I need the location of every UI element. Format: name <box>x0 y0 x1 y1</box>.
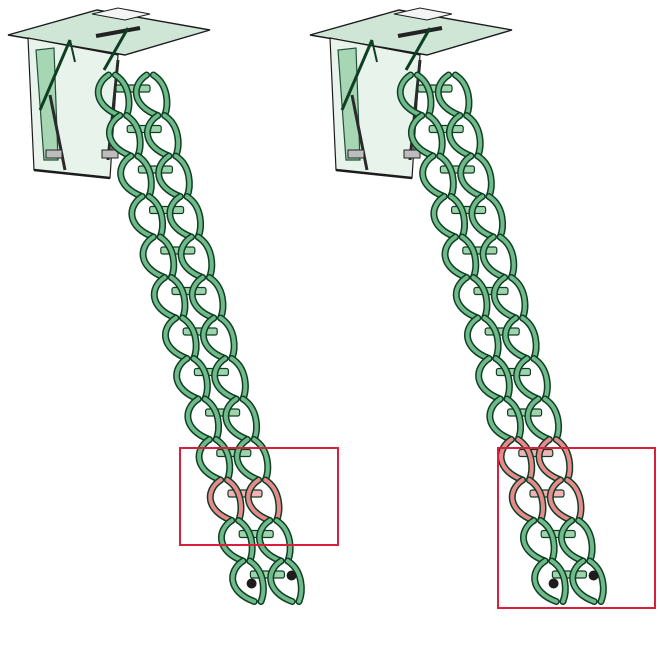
rail-link <box>285 559 304 604</box>
spring-arm-left <box>340 39 374 111</box>
rail-link <box>156 154 183 199</box>
rail-link <box>398 73 424 118</box>
rail-link <box>570 559 597 604</box>
rail-link <box>481 235 507 280</box>
rail-link <box>208 478 234 523</box>
spring-arm-left <box>38 39 72 111</box>
hatch-bottom-edge <box>335 168 413 180</box>
rail-link <box>246 478 272 523</box>
rail-link <box>167 194 194 239</box>
ladder-panel-right <box>309 7 656 609</box>
rail-link <box>212 356 239 401</box>
hatch-opening <box>91 7 151 21</box>
highlight-rectangle <box>497 447 656 609</box>
ceiling-hatch <box>309 7 513 180</box>
rail-link <box>197 437 223 482</box>
rail-link <box>525 397 552 442</box>
spring-arm-joint <box>69 39 76 63</box>
top-bar <box>95 26 141 38</box>
scissor-ladder <box>94 71 305 605</box>
rail-link <box>163 316 189 361</box>
rail-link <box>129 194 156 239</box>
rail-link <box>514 356 541 401</box>
rail-link <box>152 275 178 320</box>
rail-link <box>499 437 525 482</box>
rail-link <box>431 194 458 239</box>
rubber-foot-icon <box>246 578 257 589</box>
rubber-foot-icon <box>286 570 297 581</box>
hinge-bracket-left <box>45 149 63 159</box>
rail-link <box>537 437 563 482</box>
hatch-door-panel <box>35 47 59 161</box>
rail-link <box>465 316 491 361</box>
rail-link <box>230 559 257 604</box>
spring-arm-right <box>404 27 432 71</box>
rail-link <box>436 73 462 118</box>
rail-link <box>443 235 469 280</box>
rail-link <box>96 73 122 118</box>
rail-link <box>268 559 295 604</box>
rail-link <box>247 559 266 604</box>
rail-link <box>587 559 606 604</box>
rubber-foot-icon <box>588 570 599 581</box>
hatch-bottom-edge <box>33 168 111 180</box>
rail-link <box>174 356 201 401</box>
rail-link <box>447 113 473 158</box>
rail-link <box>510 478 536 523</box>
rail-link <box>549 559 568 604</box>
rail-link <box>145 113 171 158</box>
spring-arm-right <box>102 27 130 71</box>
rail-link <box>487 397 514 442</box>
rail-link <box>201 316 227 361</box>
rail-link <box>141 235 167 280</box>
rail-link <box>409 113 435 158</box>
ceiling-hatch <box>7 7 211 180</box>
rail-link <box>118 154 145 199</box>
rail-link <box>257 518 283 563</box>
rail-link <box>134 73 160 118</box>
rail-link <box>179 235 205 280</box>
highlight-rectangle <box>179 447 339 546</box>
scissor-ladder <box>396 71 607 605</box>
hinge-bracket-left <box>347 149 365 159</box>
ladder-panel-left <box>7 7 339 605</box>
spring-arm-joint <box>371 39 378 63</box>
rail-link <box>548 478 574 523</box>
rail-link <box>476 356 503 401</box>
hatch-door-panel <box>337 47 361 161</box>
rail-link <box>521 518 547 563</box>
top-bar <box>397 26 443 38</box>
rail-link <box>458 154 485 199</box>
hatch-opening <box>393 7 453 21</box>
rubber-foot-icon <box>548 578 559 589</box>
rail-link <box>219 518 245 563</box>
rail-link <box>454 275 480 320</box>
rail-link <box>420 154 447 199</box>
hinge-bracket-right <box>101 149 119 159</box>
rail-link <box>532 559 559 604</box>
hinge-bracket-right <box>403 149 421 159</box>
rail-link <box>235 437 261 482</box>
rail-link <box>492 275 518 320</box>
rail-link <box>223 397 250 442</box>
rail-link <box>469 194 496 239</box>
rail-link <box>185 397 212 442</box>
rail-link <box>503 316 529 361</box>
rail-link <box>559 518 585 563</box>
rail-link <box>190 275 216 320</box>
rail-link <box>107 113 133 158</box>
